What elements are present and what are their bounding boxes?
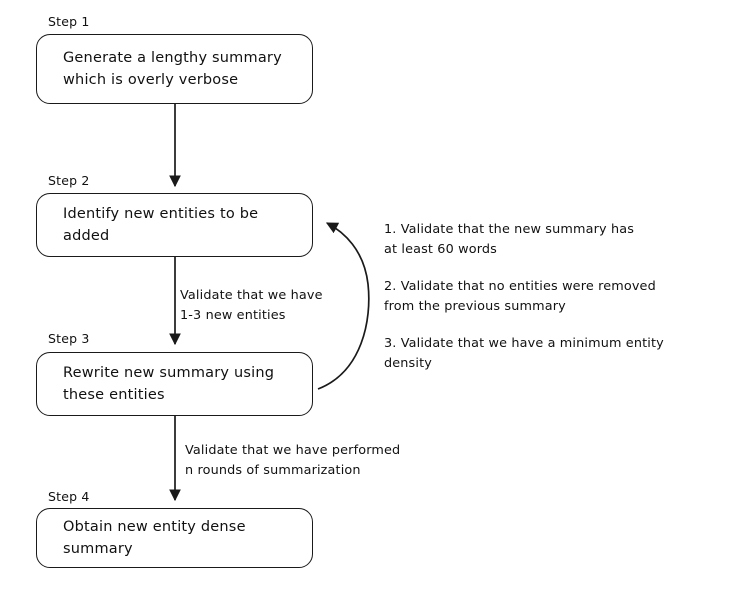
edge-step3-step2-feedback: [317, 222, 370, 390]
validation-item-3: 3. Validate that we have a minimum entit…: [384, 335, 664, 372]
node-step-1[interactable]: Generate a lengthy summary which is over…: [36, 34, 313, 104]
node-step-3[interactable]: Rewrite new summary using these entities: [36, 352, 313, 416]
node-step-4-label: Obtain new entity dense summary: [63, 518, 246, 557]
validation-item-2: 2. Validate that no entities were remove…: [384, 278, 656, 315]
validation-item-1: 1. Validate that the new summary has at …: [384, 222, 635, 258]
validation-checklist: 1. Validate that the new summary has at …: [384, 220, 704, 375]
node-step-4[interactable]: Obtain new entity dense summary: [36, 508, 313, 568]
node-step-3-label: Rewrite new summary using these entities: [63, 364, 275, 403]
edge-label-1-3-new-entities: Validate that we have 1-3 new entities: [180, 288, 323, 324]
step-tag-2: Step 2: [48, 173, 90, 188]
node-step-2-label: Identify new entities to be added: [63, 205, 259, 244]
step-tag-3: Step 3: [48, 331, 90, 346]
node-step-1-label: Generate a lengthy summary which is over…: [63, 49, 282, 88]
edge-label-n-rounds: Validate that we have performed n rounds…: [185, 443, 401, 479]
node-step-2[interactable]: Identify new entities to be added: [36, 193, 313, 257]
step-tag-4: Step 4: [48, 489, 90, 504]
step-tag-1: Step 1: [48, 14, 90, 29]
